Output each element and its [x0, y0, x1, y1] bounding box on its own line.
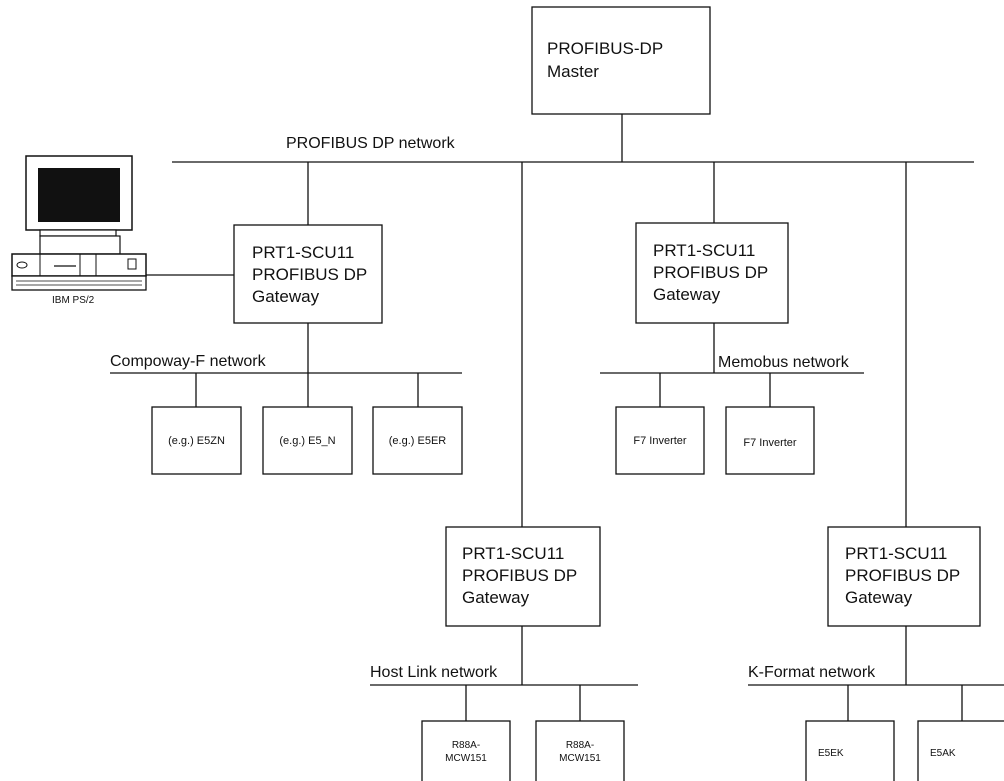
- device-label-line2: MCW151: [445, 753, 487, 764]
- gateway-box-kformat: PRT1-SCU11 PROFIBUS DP Gateway: [827, 526, 981, 627]
- device-box-e5ek: E5EK: [805, 720, 895, 781]
- compoway-network-label: Compoway-F network: [110, 353, 267, 370]
- device-label-line1: R88A-: [566, 740, 594, 751]
- kformat-network-label: K-Format network: [748, 664, 876, 681]
- computer-icon: [11, 155, 147, 291]
- gateway-model: PRT1-SCU11: [653, 241, 755, 260]
- gateway-box-compoway: PRT1-SCU11 PROFIBUS DP Gateway: [233, 224, 383, 324]
- master-label-line2: Master: [547, 62, 599, 81]
- device-box-r88a-2: R88A- MCW151: [535, 720, 625, 781]
- device-box-e5n: (e.g.) E5_N: [262, 406, 353, 475]
- gateway-type: PROFIBUS DP: [252, 265, 367, 284]
- connection-lines: [110, 114, 1004, 721]
- gateway-kind: Gateway: [252, 287, 320, 306]
- gateway-type: PROFIBUS DP: [653, 263, 768, 282]
- gateway-model: PRT1-SCU11: [462, 544, 564, 563]
- gateway-kind: Gateway: [653, 285, 721, 304]
- gateway-model: PRT1-SCU11: [845, 544, 947, 563]
- gateway-model: PRT1-SCU11: [252, 243, 354, 262]
- gateway-box-memobus: PRT1-SCU11 PROFIBUS DP Gateway: [635, 222, 789, 324]
- device-label: F7 Inverter: [743, 437, 797, 449]
- device-label: (e.g.) E5ZN: [168, 435, 225, 447]
- gateway-type: PROFIBUS DP: [845, 566, 960, 585]
- gateway-box-hostlink: PRT1-SCU11 PROFIBUS DP Gateway: [445, 526, 601, 627]
- profibus-network-label: PROFIBUS DP network: [286, 135, 456, 152]
- hostlink-network-label: Host Link network: [370, 664, 498, 681]
- device-box-e5zn: (e.g.) E5ZN: [151, 406, 242, 475]
- device-label: F7 Inverter: [633, 435, 687, 447]
- device-label: (e.g.) E5_N: [279, 435, 335, 447]
- device-box-f7-inverter-1: F7 Inverter: [615, 406, 705, 475]
- memobus-network-label: Memobus network: [718, 354, 850, 371]
- device-label-line2: MCW151: [559, 753, 601, 764]
- device-label: E5AK: [930, 748, 956, 759]
- gateway-type: PROFIBUS DP: [462, 566, 577, 585]
- device-label: E5EK: [818, 748, 844, 759]
- device-box-r88a-1: R88A- MCW151: [421, 720, 511, 781]
- device-box-e5ak: E5AK: [917, 720, 1004, 781]
- gateway-kind: Gateway: [845, 588, 913, 607]
- master-label-line1: PROFIBUS-DP: [547, 39, 663, 58]
- computer-label: IBM PS/2: [52, 295, 95, 306]
- profibus-master-box: PROFIBUS-DP Master: [531, 6, 711, 115]
- device-box-e5er: (e.g.) E5ER: [372, 406, 463, 475]
- device-label: (e.g.) E5ER: [389, 435, 447, 447]
- device-label-line1: R88A-: [452, 740, 480, 751]
- gateway-kind: Gateway: [462, 588, 530, 607]
- device-box-f7-inverter-2: F7 Inverter: [725, 406, 815, 475]
